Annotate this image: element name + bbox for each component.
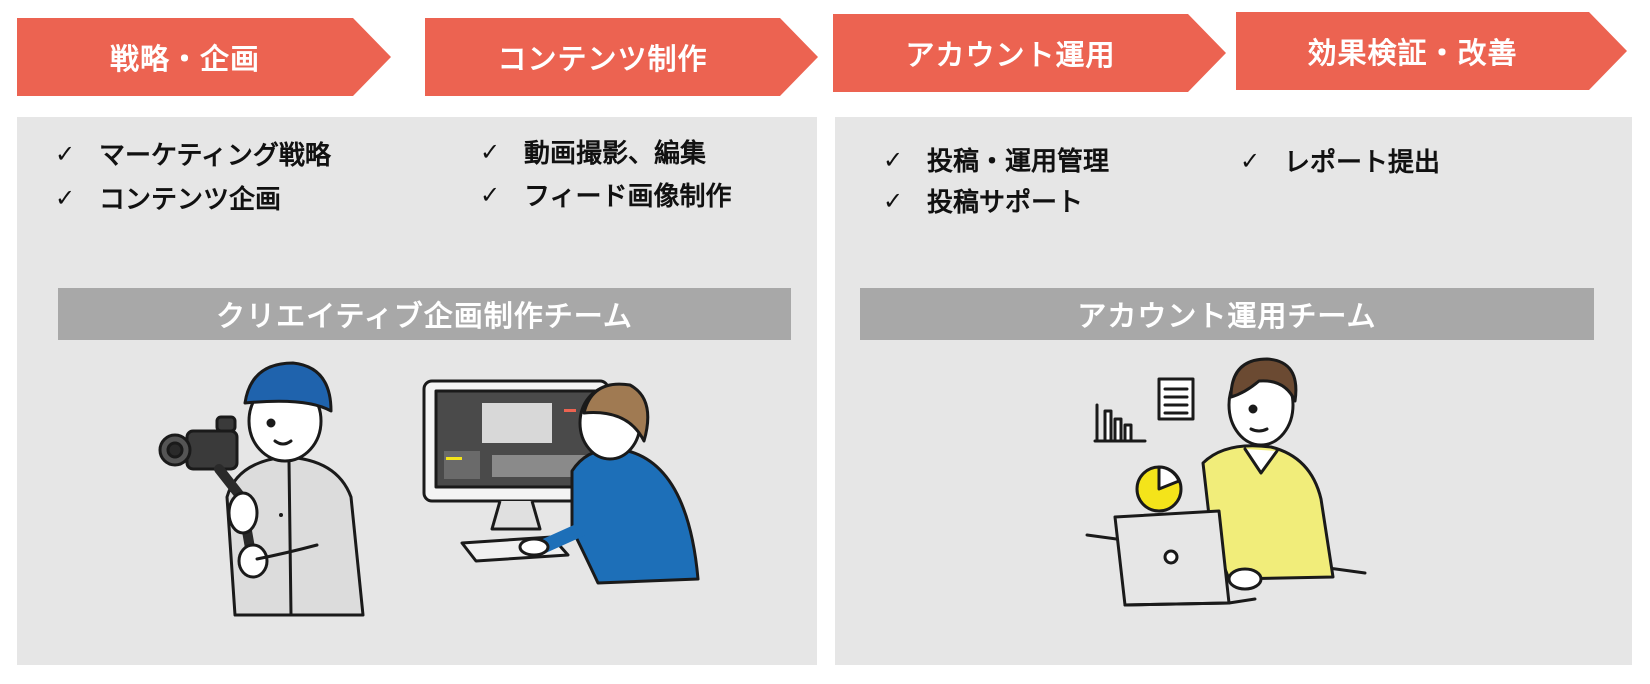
account-team-label: アカウント運用チーム bbox=[860, 288, 1594, 340]
check-icon: ✓ bbox=[55, 183, 76, 212]
service-item-feed-image-production: ✓ フィード画像制作 bbox=[480, 176, 731, 213]
service-item-posting-management: ✓ 投稿・運用管理 bbox=[883, 141, 1109, 178]
step-content-production: コンテンツ制作 bbox=[425, 18, 818, 96]
service-item-content-planning: ✓ コンテンツ企画 bbox=[55, 179, 281, 216]
service-item-marketing-strategy: ✓ マーケティング戦略 bbox=[55, 135, 331, 172]
service-item-label: 投稿サポート bbox=[927, 188, 1084, 218]
service-item-posting-support: ✓ 投稿サポート bbox=[883, 182, 1083, 219]
video-editor-illustration bbox=[422, 379, 700, 585]
check-icon: ✓ bbox=[55, 139, 76, 168]
step-strategy-planning: 戦略・企画 bbox=[17, 18, 391, 96]
check-icon: ✓ bbox=[480, 180, 501, 209]
step-label: コンテンツ制作 bbox=[497, 42, 708, 76]
service-item-label: 動画撮影、編集 bbox=[524, 139, 707, 169]
step-account-operation: アカウント運用 bbox=[833, 14, 1226, 92]
check-icon: ✓ bbox=[883, 186, 904, 215]
step-verification-improvement: 効果検証・改善 bbox=[1236, 12, 1627, 90]
camera-operator-illustration bbox=[158, 361, 365, 617]
service-item-report-submission: ✓ レポート提出 bbox=[1240, 142, 1440, 179]
account-team-panel: ✓ 投稿・運用管理 ✓ 投稿サポート ✓ レポート提出 アカウント運用チーム bbox=[835, 117, 1632, 665]
check-icon: ✓ bbox=[480, 137, 501, 166]
creative-team-panel: ✓ マーケティング戦略 ✓ コンテンツ企画 ✓ 動画撮影、編集 ✓ フィード画像… bbox=[17, 117, 817, 665]
step-label: 戦略・企画 bbox=[109, 42, 260, 76]
laptop-analyst-illustration bbox=[1085, 357, 1367, 607]
service-item-label: 投稿・運用管理 bbox=[927, 147, 1110, 177]
service-item-video-shooting-editing: ✓ 動画撮影、編集 bbox=[480, 133, 706, 170]
check-icon: ✓ bbox=[883, 145, 904, 174]
step-label: 効果検証・改善 bbox=[1307, 36, 1518, 70]
service-item-label: マーケティング戦略 bbox=[99, 141, 331, 171]
service-item-label: コンテンツ企画 bbox=[99, 185, 282, 215]
service-item-label: レポート提出 bbox=[1284, 148, 1441, 178]
creative-team-label: クリエイティブ企画制作チーム bbox=[58, 288, 791, 340]
step-label: アカウント運用 bbox=[905, 38, 1116, 72]
check-icon: ✓ bbox=[1240, 146, 1261, 175]
service-item-label: フィード画像制作 bbox=[524, 182, 732, 212]
